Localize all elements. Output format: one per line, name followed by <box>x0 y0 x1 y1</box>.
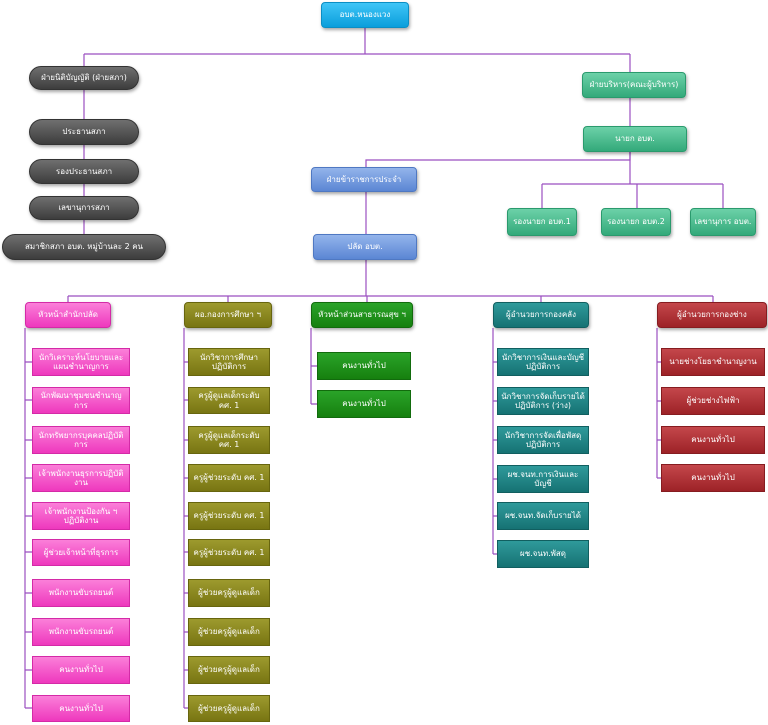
executive-chief: นายก อบต. <box>583 126 687 152</box>
department-item: คนงานทั่วไป <box>317 390 411 418</box>
department-item: ครูผู้ดูแลเด็กระดับ คศ. 1 <box>188 426 270 454</box>
department-item: นักวิชาการศึกษาปฏิบัติการ <box>188 348 270 376</box>
department-head: ผู้อำนวยการกองช่าง <box>657 302 767 328</box>
legislative-item: รองประธานสภา <box>29 159 139 184</box>
executive-item: รองนายก อบต.1 <box>507 208 577 236</box>
legislative-item: สมาชิกสภา อบต. หมู่บ้านละ 2 คน <box>2 234 166 260</box>
department-item: ครูผู้ช่วยระดับ คศ. 1 <box>188 502 270 530</box>
department-item: นายช่างโยธาชำนาญงาน <box>661 348 765 376</box>
department-item: คนงานทั่วไป <box>661 426 765 454</box>
department-item: เจ้าพนักงานป้องกัน ฯ ปฏิบัติงาน <box>32 502 130 530</box>
department-item: ครูผู้ดูแลเด็กระดับ คศ. 1 <box>188 387 270 414</box>
department-head: หัวหน้าส่วนสาธารณสุข ฯ <box>311 302 413 328</box>
department-item: คนงานทั่วไป <box>32 695 130 722</box>
department-item: นักวิชาการเงินและบัญชีปฏิบัติการ <box>497 348 589 376</box>
department-item: นักวิเคราะห์นโยบายและแผนชำนาญการ <box>32 348 130 376</box>
executive-item: เลขานุการ อบต. <box>690 208 756 236</box>
department-item: คนงานทั่วไป <box>32 656 130 684</box>
permanent-staff-node: ฝ่ายข้าราชการประจำ <box>311 167 417 192</box>
department-item: เจ้าพนักงานธุรการปฏิบัติงาน <box>32 464 130 492</box>
palad-node: ปลัด อบต. <box>313 234 417 260</box>
department-item: คนงานทั่วไป <box>661 464 765 492</box>
department-item: ผช.จนท.จัดเก็บรายได้ <box>497 502 589 530</box>
department-item: พนักงานขับรถยนต์ <box>32 618 130 646</box>
legislative-header: ฝ่ายนิติบัญญัติ (ฝ่ายสภา) <box>29 66 139 90</box>
department-head: หัวหน้าสำนักปลัด <box>25 302 111 328</box>
department-item: นักวิชาการจัดเก็บรายได้ปฏิบัติการ (ว่าง) <box>497 387 589 415</box>
department-item: ผู้ช่วยครูผู้ดูแลเด็ก <box>188 695 270 722</box>
department-head: ผู้อำนวยการกองคลัง <box>493 302 589 328</box>
legislative-item: เลขานุการสภา <box>29 196 139 220</box>
department-head: ผอ.กองการศึกษา ฯ <box>184 302 272 328</box>
executive-item: รองนายก อบต.2 <box>601 208 671 236</box>
department-item: ผู้ช่วยเจ้าหน้าที่ธุรการ <box>32 539 130 566</box>
department-item: นักพัฒนาชุมชนชำนาญการ <box>32 387 130 414</box>
department-item: นักวิชาการจัดเพื่อพัสดุปฏิบัติการ <box>497 426 589 454</box>
department-item: ผู้ช่วยครูผู้ดูแลเด็ก <box>188 656 270 684</box>
department-item: นักทรัพยากรบุคคลปฏิบัติการ <box>32 426 130 454</box>
org-top-node: อบต.หนองแวง <box>321 2 409 28</box>
department-item: คนงานทั่วไป <box>317 352 411 380</box>
department-item: ผช.จนท.การเงินและบัญชี <box>497 465 589 493</box>
department-item: ครูผู้ช่วยระดับ คศ. 1 <box>188 539 270 566</box>
department-item: พนักงานขับรถยนต์ <box>32 579 130 607</box>
department-item: ผู้ช่วยช่างไฟฟ้า <box>661 387 765 415</box>
department-item: ผู้ช่วยครูผู้ดูแลเด็ก <box>188 579 270 607</box>
executive-header: ฝ่ายบริหาร(คณะผู้บริหาร) <box>582 72 686 98</box>
legislative-item: ประธานสภา <box>29 119 139 145</box>
department-item: ผช.จนท.พัสดุ <box>497 540 589 568</box>
department-item: ครูผู้ช่วยระดับ คศ. 1 <box>188 464 270 492</box>
department-item: ผู้ช่วยครูผู้ดูแลเด็ก <box>188 618 270 646</box>
